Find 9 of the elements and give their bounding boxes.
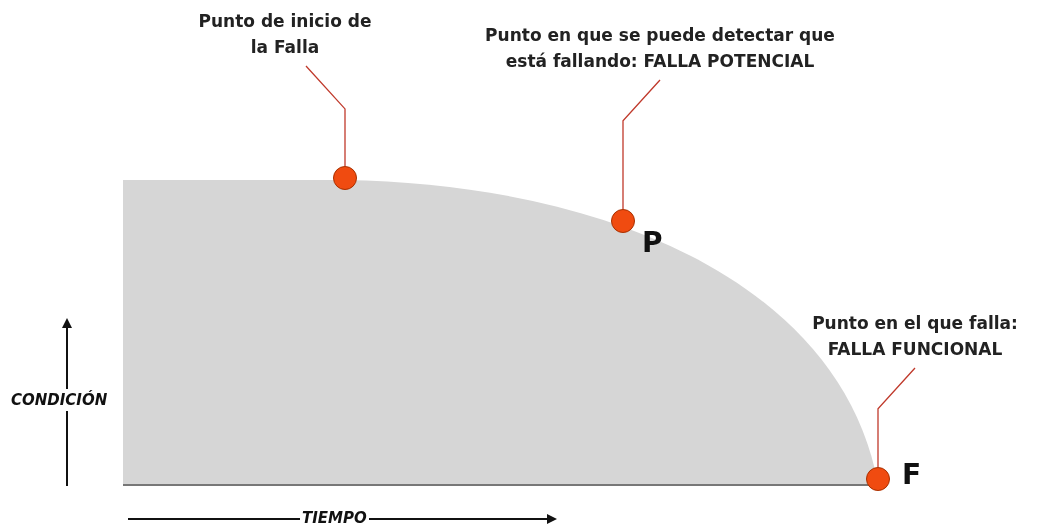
leader-line	[305, 65, 346, 167]
leader-line	[877, 367, 916, 468]
callout-text: Punto en que se puede detectar que está fallando: FALLA POTENCIAL	[484, 24, 836, 73]
callout-text: Punto en el que falla: FALLA FUNCIONAL	[811, 312, 1019, 361]
point-label: F	[902, 458, 922, 491]
point-label: P	[642, 226, 663, 259]
leader-line	[622, 79, 661, 210]
axis-label: CONDICIÓN	[10, 389, 109, 411]
callout-text: Punto de inicio de la Falla	[197, 10, 373, 59]
